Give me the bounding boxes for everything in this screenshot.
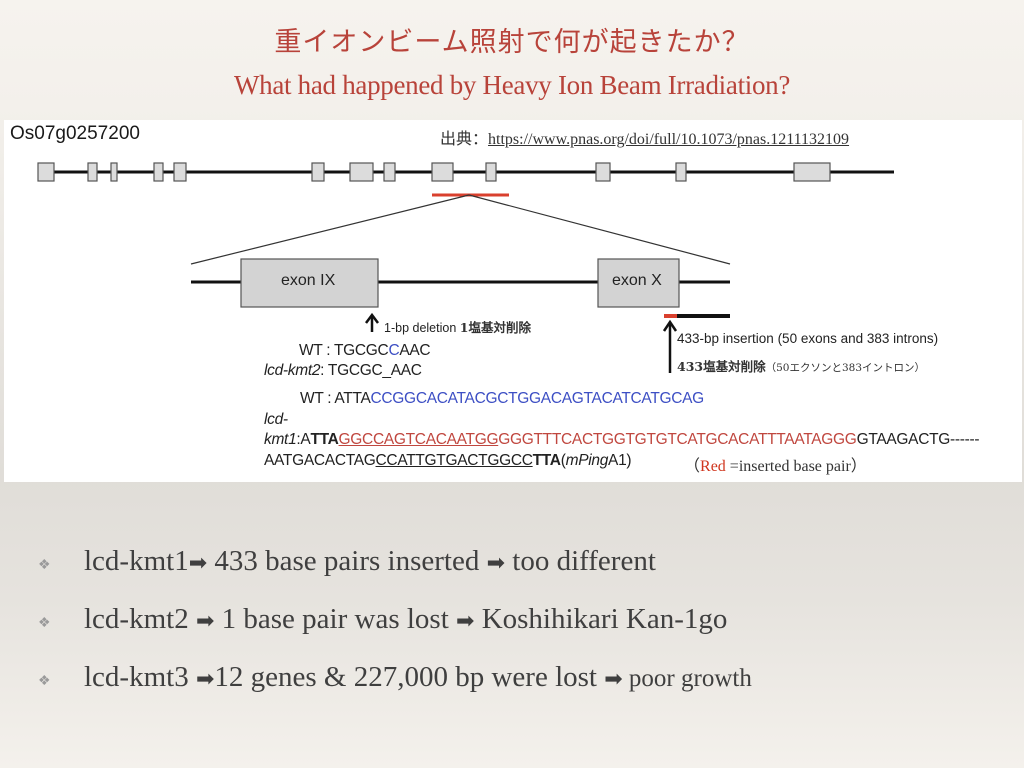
kmt1-sequence-line2: AATGACACTAGCCATTGTGACTGGCCTTA(mPingA1) <box>264 452 632 469</box>
diamond-bullet-icon: ❖ <box>38 558 51 573</box>
wt-long-sequence: WT : ATTACCGGCACATACGCTGGACAGTACATCATGCA… <box>300 390 704 407</box>
source-citation: 出典：https://www.pnas.org/doi/full/10.1073… <box>440 125 849 149</box>
gene-id-label: Os07g0257200 <box>10 123 140 144</box>
insertion-note-en: 433-bp insertion (50 exons and 383 intro… <box>677 331 939 346</box>
exon-ix-box <box>240 258 379 308</box>
legend-note: （Red =inserted base pair） <box>684 458 867 475</box>
exon-ix-label: exon IX <box>281 272 336 289</box>
gene-structure-figure: Os07g0257200 出典：https://www.pnas.org/doi… <box>4 120 1022 482</box>
right-arrow-icon: ➡ <box>456 609 475 634</box>
right-arrow-icon: ➡ <box>486 551 506 576</box>
slide-title-english: What had happened by Heavy Ion Beam Irra… <box>233 70 791 100</box>
gene-diagram <box>37 162 894 373</box>
diamond-bullet-icon: ❖ <box>38 616 51 631</box>
source-label: 出典： <box>440 131 489 148</box>
right-arrow-icon: ➡ <box>604 667 623 692</box>
kmt1-sequence: kmt1:ATTAGGCCAGTCACAATGGGGGTTTCACTGGTGTG… <box>264 431 980 448</box>
right-arrow-icon: ➡ <box>195 667 215 692</box>
right-arrow-icon: ➡ <box>195 609 215 634</box>
diamond-bullet-icon: ❖ <box>38 674 51 689</box>
slide-title-japanese: 重イオンビーム照射で何が起きたか？ <box>274 27 750 58</box>
exon-boxes <box>37 162 831 182</box>
insertion-note-jp: 433塩基対削除（50エクソンと383イントロン） <box>677 359 925 374</box>
right-arrow-icon: ➡ <box>188 551 208 576</box>
exon-x-label: exon X <box>612 272 662 289</box>
kmt2-sequence: lcd-kmt2: TGCGC_AAC <box>264 362 422 379</box>
exon-x-box <box>597 258 680 308</box>
kmt1-label-line1: lcd- <box>264 411 288 428</box>
deletion-note: 1-bp deletion 1塩基対削除 <box>384 320 531 335</box>
wt-short-sequence: WT : TGCGCCAAC <box>299 342 431 359</box>
source-link[interactable]: https://www.pnas.org/doi/full/10.1073/pn… <box>488 131 850 148</box>
